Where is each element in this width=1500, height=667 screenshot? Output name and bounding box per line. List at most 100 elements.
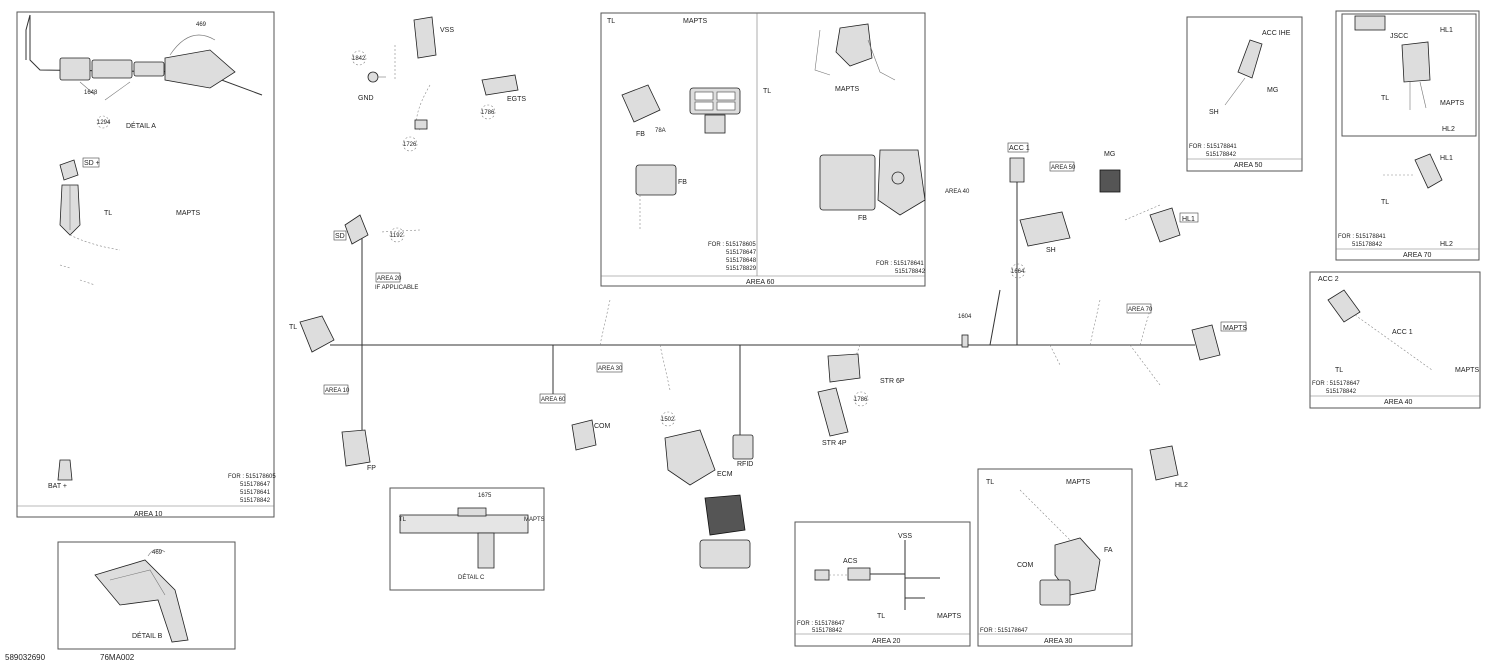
area50-mg-label: MG xyxy=(1267,87,1278,94)
area70-for-label: FOR : 515178841 xyxy=(1338,234,1386,240)
detail-b-caption: DÉTAIL B xyxy=(132,631,163,640)
harness-area20-tag: AREA 20 xyxy=(377,276,402,282)
area30-tl-label: TL xyxy=(986,479,994,486)
figure-id: 76MA002 xyxy=(100,653,135,662)
area-50-panel: ACC IHE SH MG FOR : 515178841 515178842 … xyxy=(1186,16,1303,172)
area10-part-1: 515178647 xyxy=(240,482,271,488)
area30-for-label: FOR : 515178647 xyxy=(980,628,1028,634)
area70-tl-label: TL xyxy=(1381,199,1389,206)
area40-mapts-label: MAPTS xyxy=(1455,367,1479,374)
area-30-panel: TL MAPTS FA COM FOR : 515178647 AREA 30 xyxy=(977,468,1133,647)
harness-com-label: COM xyxy=(594,423,611,430)
callout-1842: 1842 xyxy=(352,56,366,62)
area20-tl-label: TL xyxy=(877,613,885,620)
area70-hl2-label: HL2 xyxy=(1440,241,1453,248)
area30-mapts-label: MAPTS xyxy=(1066,479,1090,486)
area10-for-label: FOR : 515178605 xyxy=(228,474,276,480)
harness-sh-label: SH xyxy=(1046,247,1056,254)
area60-tl-label-right: TL xyxy=(763,88,771,95)
harness-mapts-label: MAPTS xyxy=(1223,325,1247,332)
area20-vss-label: VSS xyxy=(898,533,912,540)
detail-c-tl-label: TL xyxy=(399,517,407,523)
callout-1786: 1786 xyxy=(481,110,495,116)
callout-1786-b: 1786 xyxy=(854,397,868,403)
area50-caption: AREA 50 xyxy=(1234,162,1263,169)
harness-area50-tag: AREA 50 xyxy=(1051,165,1076,171)
harness-area70-tag: AREA 70 xyxy=(1128,307,1153,313)
area70-part: 515178842 xyxy=(1352,242,1383,248)
area60-mapts-label-left: MAPTS xyxy=(683,18,707,25)
harness-egts-label: EGTS xyxy=(507,96,526,103)
area60-for-right: FOR : 515178641 xyxy=(876,261,924,267)
harness-ecm-label: ECM xyxy=(717,471,733,478)
area-60-panel: TL MAPTS FB 78A FB TL MAPTS FB FOR : 515… xyxy=(600,12,926,287)
area30-caption: AREA 30 xyxy=(1044,638,1073,645)
harness-tl-label: TL xyxy=(289,324,297,331)
harness-str4p-label: STR 4P xyxy=(822,440,847,447)
area10-part-2: 515178641 xyxy=(240,490,271,496)
detail-c-mapts-label: MAPTS xyxy=(524,517,545,523)
area-70-panel: JSCC HL1 TL MAPTS HL2 HL1 TL FOR : 51517… xyxy=(1335,10,1480,261)
area60-part-right: 515178842 xyxy=(895,269,926,275)
area70-caption: AREA 70 xyxy=(1403,252,1432,259)
area70-mapts-label: MAPTS xyxy=(1440,100,1464,107)
detail-a-callout-1294: 1294 xyxy=(97,120,111,126)
area60-for-left: FOR : 515178605 xyxy=(708,242,756,248)
area20-part: 515178842 xyxy=(812,628,843,634)
area-40-panel: ACC 2 ACC 1 TL MAPTS FOR : 515178647 515… xyxy=(1309,271,1481,409)
area50-acc-ihe-label: ACC IHE xyxy=(1262,30,1291,37)
detail-c-caption: DÉTAIL C xyxy=(458,574,485,581)
area40-acc2-label: ACC 2 xyxy=(1318,276,1339,283)
harness-area30-tag: AREA 30 xyxy=(598,366,623,372)
harness-area10-tag: AREA 10 xyxy=(325,388,350,394)
area40-part: 515178842 xyxy=(1326,389,1357,395)
area60-mapts-label-right: MAPTS xyxy=(835,86,859,93)
detail-c-panel: 1675 MAPTS TL DÉTAIL C xyxy=(389,487,545,591)
detail-c-callout-1675: 1675 xyxy=(478,493,492,499)
harness-hl1-label: HL1 xyxy=(1182,216,1195,223)
area40-acc1-label: ACC 1 xyxy=(1392,329,1413,336)
mapts-label: MAPTS xyxy=(176,210,200,217)
area60-tl-label: TL xyxy=(607,18,615,25)
detail-b-panel: 469 DÉTAIL B xyxy=(57,541,236,650)
tl-label: TL xyxy=(104,210,112,217)
harness-str6p-label: STR 6P xyxy=(880,378,905,385)
area70-tl-top: TL xyxy=(1381,95,1389,102)
detail-b-callout-469: 469 xyxy=(152,550,163,556)
area60-part-left-3: 515178829 xyxy=(726,266,757,272)
harness-sd-label: SD xyxy=(335,233,345,240)
callout-1664: 1664 xyxy=(1011,269,1025,275)
area60-callout-78a: 78A xyxy=(655,128,666,134)
area-20-panel: VSS ACS TL MAPTS FOR : 515178647 5151788… xyxy=(794,521,971,647)
area60-fb-label-2: FB xyxy=(678,179,687,186)
harness-gnd-label: GND xyxy=(358,95,374,102)
area70-jscc-label: JSCC xyxy=(1390,33,1408,40)
area10-part-3: 515178842 xyxy=(240,498,271,504)
detail-a-callout-469: 469 xyxy=(196,22,207,28)
callout-1192: 1192 xyxy=(390,233,404,239)
harness-hl2-label: HL2 xyxy=(1175,482,1188,489)
harness-area60-tag: AREA 60 xyxy=(541,397,566,403)
bat-plus-label: BAT + xyxy=(48,483,67,490)
area60-part-left-2: 515178648 xyxy=(726,258,757,264)
callout-1604: 1604 xyxy=(958,314,972,320)
area70-hl1-label: HL1 xyxy=(1440,155,1453,162)
sd-plus-label: SD + xyxy=(84,160,100,167)
area20-caption: AREA 20 xyxy=(872,638,901,645)
area30-fa-label: FA xyxy=(1104,547,1113,554)
callout-1502: 1502 xyxy=(661,417,675,423)
area50-sh-label: SH xyxy=(1209,109,1219,116)
harness-rfid-label: RFID xyxy=(737,461,753,468)
area40-caption: AREA 40 xyxy=(1384,399,1413,406)
doc-number: 589032690 xyxy=(5,653,46,662)
area-10-panel: 469 1648 1294 DÉTAIL A SD + TL MAPTS BAT… xyxy=(16,11,276,518)
harness-vss-label: VSS xyxy=(440,27,454,34)
callout-1726: 1726 xyxy=(403,142,417,148)
area20-for-label: FOR : 515178647 xyxy=(797,621,845,627)
area60-part-left-1: 515178647 xyxy=(726,250,757,256)
area10-caption: AREA 10 xyxy=(134,511,163,518)
harness-acc1-label: ACC 1 xyxy=(1009,145,1030,152)
harness-area20-if-applicable: IF APPLICABLE xyxy=(375,285,418,291)
area60-fb-label-1: FB xyxy=(636,131,645,138)
